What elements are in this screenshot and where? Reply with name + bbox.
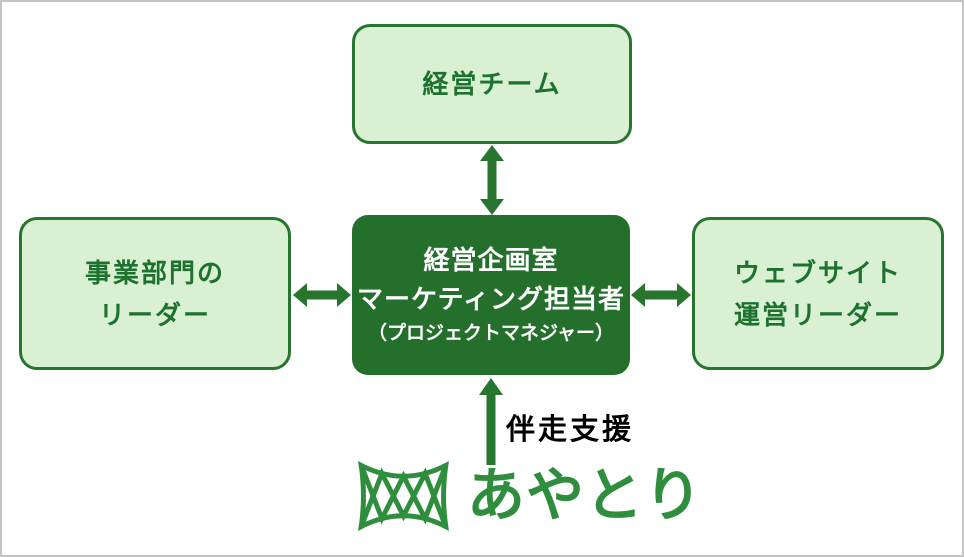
node-business-division-leader: 事業部門の リーダー	[19, 217, 291, 370]
node-center-pm-line1: 経営企画室	[423, 245, 559, 275]
node-website-operations-leader-line2: 運営リーダー	[733, 299, 902, 330]
double-arrow-top-center-icon	[480, 145, 504, 215]
node-management-team: 経営チーム	[352, 24, 632, 144]
node-website-operations-leader-line1: ウェブサイト	[733, 257, 902, 288]
cats-cradle-icon	[358, 461, 449, 531]
ayatori-logo: あやとり	[352, 460, 703, 532]
support-label: 伴走支援	[506, 414, 635, 446]
up-arrow-support-icon	[479, 378, 503, 465]
node-center-pm-line2: マーケティング担当者	[357, 284, 625, 314]
double-arrow-center-right-icon	[631, 283, 691, 307]
node-management-team-label: 経営チーム	[422, 69, 562, 99]
node-center-pm-line3: （プロジェクトマネジャー）	[367, 323, 615, 344]
node-website-operations-leader: ウェブサイト 運営リーダー	[692, 217, 944, 370]
node-business-division-leader-line2: リーダー	[98, 299, 211, 330]
double-arrow-left-center-icon	[293, 283, 351, 307]
ayatori-logo-text: あやとり	[467, 463, 704, 528]
node-center-pm: 経営企画室 マーケティング担当者 （プロジェクトマネジャー）	[352, 215, 630, 375]
node-business-division-leader-line1: 事業部門の	[84, 257, 225, 288]
